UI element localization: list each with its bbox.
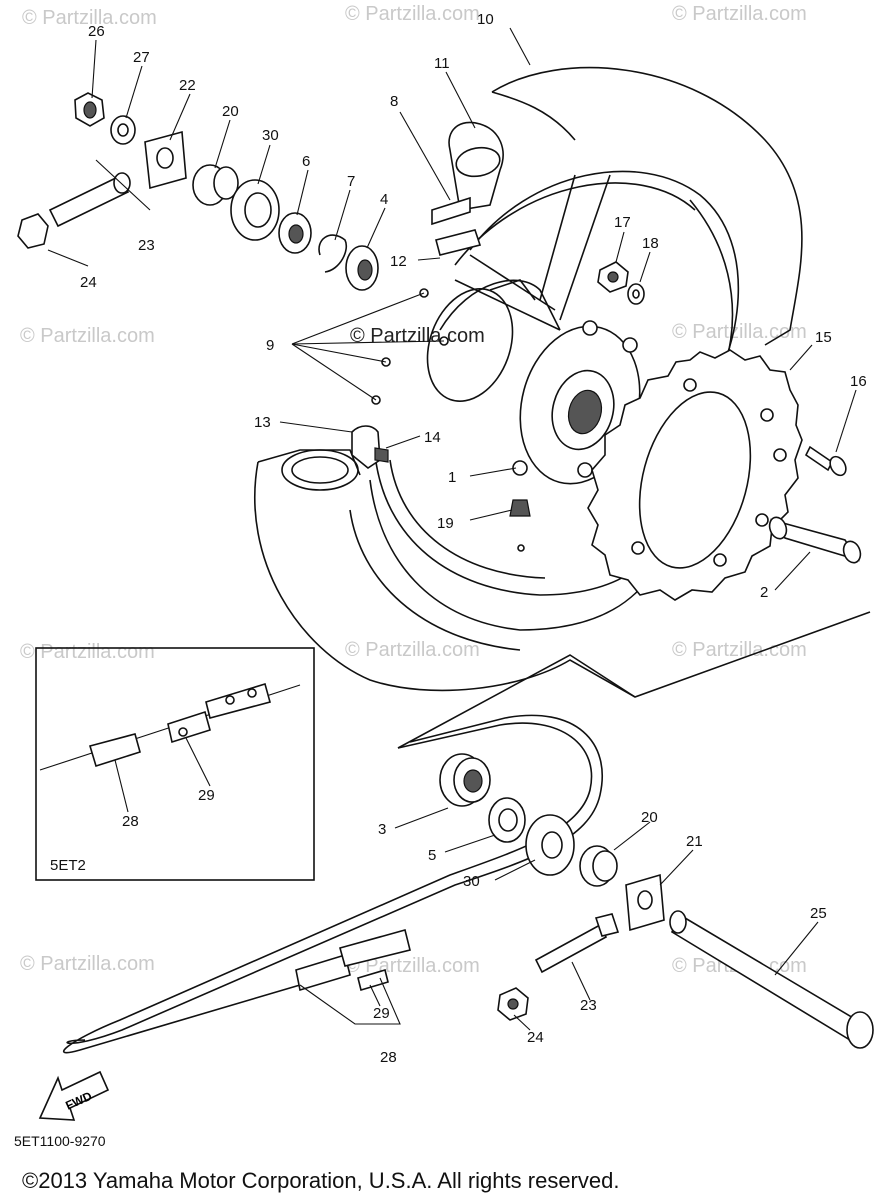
callout-12: 12 <box>390 253 407 270</box>
callout-2: 2 <box>760 584 768 601</box>
collar-2 <box>768 516 862 564</box>
drawing-code: 5ET1100-9270 <box>14 1133 106 1149</box>
callout-14: 14 <box>424 429 441 446</box>
inset-box <box>35 647 315 881</box>
axle-parts-left <box>17 92 379 291</box>
callout-1: 1 <box>448 469 456 486</box>
watermark-text: © Partzilla.com <box>20 325 155 347</box>
callout-15: 15 <box>815 329 832 346</box>
center-watermark: © Partzilla.com <box>350 325 485 347</box>
callout-29: 29 <box>373 1005 390 1022</box>
watermark-text: © Partzilla.com <box>345 639 480 661</box>
bolt-16 <box>804 445 847 477</box>
watermark-text: © Partzilla.com <box>22 7 157 29</box>
bearing-3 <box>439 753 491 807</box>
callout-25: 25 <box>810 905 827 922</box>
callout-26: 26 <box>88 23 105 40</box>
callout-13: 13 <box>254 414 271 431</box>
callout-3: 3 <box>378 821 386 838</box>
callout-24: 24 <box>527 1029 544 1046</box>
callout-7: 7 <box>347 173 355 190</box>
callout-28: 28 <box>122 813 139 830</box>
chain-links-lower <box>295 929 411 992</box>
callout-20: 20 <box>222 103 239 120</box>
inset-label: 5ET2 <box>50 857 86 874</box>
callout-24: 24 <box>80 274 97 291</box>
callout-18: 18 <box>642 235 659 252</box>
nut-17-washer-18 <box>597 261 645 305</box>
callout-16: 16 <box>850 373 867 390</box>
copyright-text: ©2013 Yamaha Motor Corporation, U.S.A. A… <box>22 1168 619 1193</box>
tube <box>448 121 504 211</box>
callout-17: 17 <box>614 214 631 231</box>
callout-6: 6 <box>302 153 310 170</box>
rim-band <box>431 196 482 256</box>
callout-21: 21 <box>686 833 703 850</box>
rim-lock-13-14 <box>281 425 389 491</box>
callout-28: 28 <box>380 1049 397 1066</box>
fwd-arrow-icon: FWD <box>38 1070 110 1121</box>
collar-20 <box>579 845 618 887</box>
valve-19 <box>509 499 531 552</box>
adjuster-21 <box>625 873 665 932</box>
watermark-text: © Partzilla.com <box>672 321 807 343</box>
watermark-text: © Partzilla.com <box>20 641 155 663</box>
watermark-text: © Partzilla.com <box>20 953 155 975</box>
callout-29: 29 <box>198 787 215 804</box>
tire-outer <box>253 66 871 698</box>
watermarks: © Partzilla.com © Partzilla.com © Partzi… <box>20 3 807 977</box>
callout-30: 30 <box>463 873 480 890</box>
callout-19: 19 <box>437 515 454 532</box>
callout-9: 9 <box>266 337 274 354</box>
callout-20: 20 <box>641 809 658 826</box>
callout-23: 23 <box>580 997 597 1014</box>
callout-11: 11 <box>434 55 450 72</box>
callout-4: 4 <box>380 191 388 208</box>
callout-10: 10 <box>477 11 494 28</box>
callout-5: 5 <box>428 847 436 864</box>
seal-5 <box>488 797 526 843</box>
callout-23: 23 <box>138 237 155 254</box>
axle-25 <box>669 910 874 1049</box>
callout-27: 27 <box>133 49 150 66</box>
bolt-23-nut-24-lower <box>497 913 620 1021</box>
watermark-text: © Partzilla.com <box>345 3 480 25</box>
callout-30: 30 <box>262 127 279 144</box>
seal-30 <box>525 814 575 876</box>
callout-labels: 26 27 22 20 30 6 7 4 8 11 10 12 17 18 23… <box>80 11 867 1066</box>
watermark-text: © Partzilla.com <box>672 3 807 25</box>
rim <box>374 170 740 596</box>
callout-8: 8 <box>390 93 398 110</box>
sprocket <box>587 349 803 601</box>
watermark-text: © Partzilla.com <box>672 639 807 661</box>
callout-22: 22 <box>179 77 196 94</box>
leader-lines <box>47 27 857 1031</box>
